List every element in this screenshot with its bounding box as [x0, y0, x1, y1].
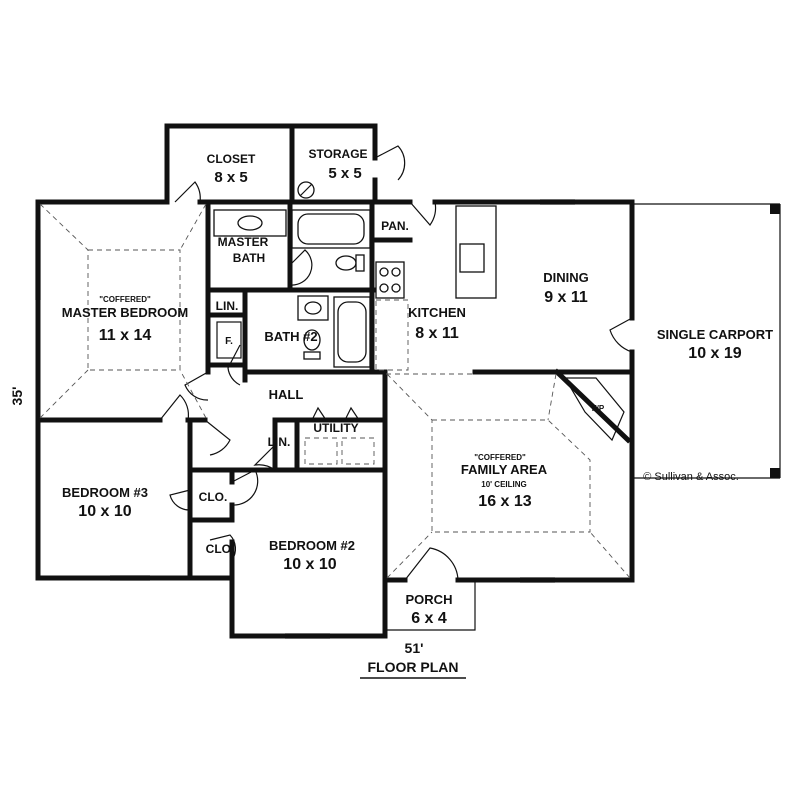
family-area-size: 16 x 13 [478, 493, 531, 510]
carport-label: SINGLE CARPORT [657, 327, 773, 342]
furnace-label: F. [225, 336, 233, 347]
hall-label: HALL [269, 387, 304, 402]
storage-label: STORAGE [308, 147, 367, 161]
closet-upper-label: CLO. [199, 490, 228, 504]
family-area-label: FAMILY AREA [461, 462, 548, 477]
bath2-label: BATH #2 [264, 329, 317, 344]
linen-upper-label: LIN. [216, 299, 239, 313]
pantry-label: PAN. [381, 219, 409, 233]
dining-size: 9 x 11 [544, 289, 588, 306]
carport [634, 203, 781, 479]
bedroom2-size: 10 x 10 [283, 556, 336, 573]
coffered-ceiling-master [39, 203, 207, 419]
master-bath-label-line1: MASTER [218, 235, 269, 249]
bedroom3-size: 10 x 10 [78, 503, 131, 520]
storage-size: 5 x 5 [328, 165, 361, 182]
depth-dimension: 35' [9, 387, 25, 406]
kitchen-label: KITCHEN [408, 305, 466, 320]
kitchen-fixtures [375, 205, 497, 375]
width-dimension: 51' [405, 640, 424, 656]
utility-label: UTILITY [313, 421, 358, 435]
fireplace-label: F/P [592, 404, 605, 413]
family-area-ceiling: 10' CEILING [481, 480, 526, 489]
copyright-notice: © Sullivan & Assoc. [643, 471, 739, 483]
utility-appliances [304, 406, 375, 465]
master-bedroom-note: "COFFERED" [99, 295, 151, 304]
porch-size: 6 x 4 [411, 610, 447, 627]
master-bedroom-size: 11 x 14 [99, 327, 152, 344]
coffered-ceiling-family [386, 373, 631, 579]
bedroom2-label: BEDROOM #2 [269, 538, 355, 553]
doors [159, 145, 633, 581]
carport-size: 10 x 19 [688, 345, 741, 362]
porch-outline [384, 580, 476, 631]
bedroom3-label: BEDROOM #3 [62, 485, 148, 500]
closet-size: 8 x 5 [214, 169, 247, 186]
exterior-walls [35, 123, 635, 639]
fireplace-detail [563, 377, 625, 442]
closet-label: CLOSET [207, 152, 256, 166]
plan-title: FLOOR PLAN [368, 659, 459, 675]
interior-walls [35, 199, 635, 639]
family-area-note: "COFFERED" [474, 453, 526, 462]
linen-lower-label: LIN. [268, 435, 291, 449]
bath-fixtures [213, 181, 371, 368]
dining-label: DINING [543, 270, 589, 285]
porch-label: PORCH [406, 592, 453, 607]
windows [35, 199, 575, 639]
master-bath-label-line2: BATH [233, 251, 265, 265]
master-bedroom-label: MASTER BEDROOM [62, 305, 188, 320]
kitchen-size: 8 x 11 [415, 325, 459, 342]
closet-lower-label: CLO. [206, 542, 235, 556]
furnace-box [216, 321, 242, 359]
